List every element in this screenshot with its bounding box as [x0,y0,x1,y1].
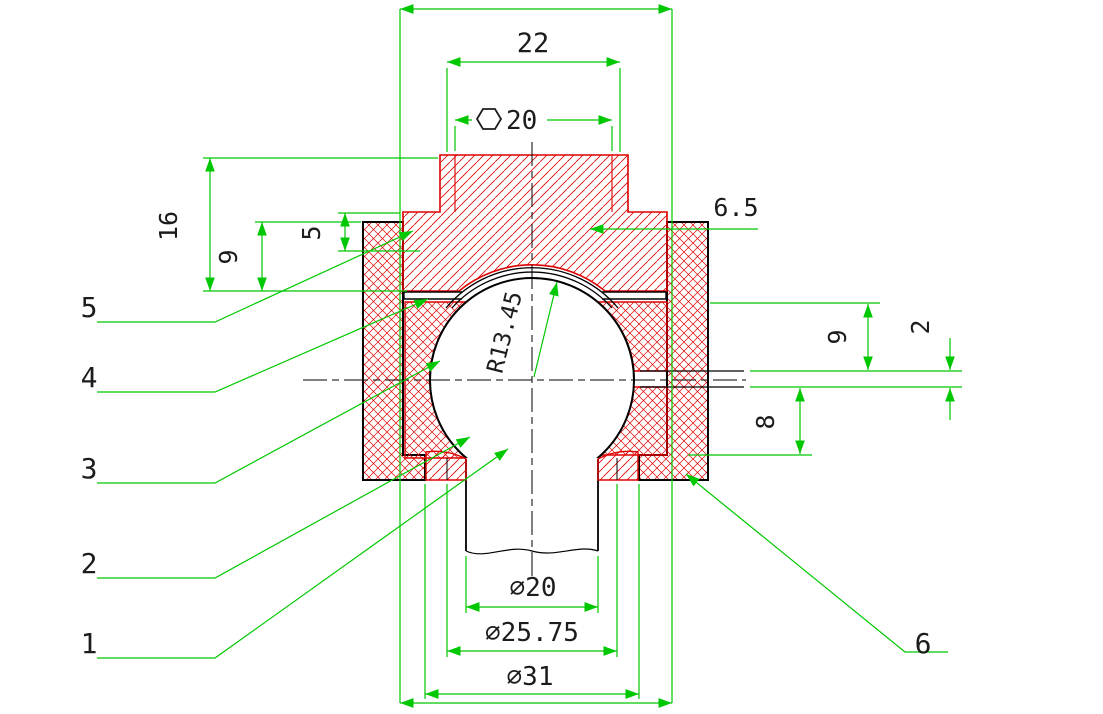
callout-label-5: 5 [81,291,98,324]
dim-label-6-5: 6.5 [713,193,758,222]
dim-label-hex-20: 20 [506,106,537,136]
dim-label-9-left: 9 [214,249,243,264]
callout-leader-4 [97,298,429,393]
dim-16 [203,157,438,292]
cap-plug-outline [402,154,668,292]
washer-lip-left [403,291,462,300]
dim-label-dia-25-75: ⌀25.75 [485,618,579,648]
dim-label-8: 8 [751,414,780,429]
dim-dia-31 [424,484,640,699]
dim-dia-25-75 [446,484,618,657]
dim-label-9-right: 9 [823,329,852,344]
text-layer: 22 20 6.5 16 9 5 9 2 8 R13.45 ⌀20 ⌀25.75… [81,28,935,692]
cap-plug [402,154,668,292]
dim-label-2: 2 [906,319,935,334]
geometry-layer [303,142,746,578]
races [404,301,668,459]
seat-ring-left [425,450,467,481]
shaft-break-line [465,548,599,555]
callout-label-3: 3 [81,452,98,485]
dimension-layer [97,4,962,708]
callout-leader-3 [97,360,441,484]
dim-22 [446,57,621,152]
callout-label-1: 1 [81,627,98,660]
hexagon-symbol [475,108,503,130]
washer-lip-right [602,291,667,300]
callout-leader-1 [97,448,509,659]
right-gap-lines [640,370,744,388]
dim-label-16: 16 [154,211,183,241]
seat-ring [425,450,639,481]
callout-leader-2 [97,436,471,579]
dim-hex-20 [454,115,613,151]
dim-dia-20 [465,556,599,613]
callout-leader-5 [97,230,414,323]
dim-label-dia-20: ⌀20 [510,573,557,603]
seat-ring-right [597,450,639,481]
dim-5 [338,212,420,252]
callout-leader-6 [685,473,948,653]
callout-label-6: 6 [915,627,932,660]
right-extension-lines [688,302,962,456]
callout-label-2: 2 [81,547,98,580]
dim-label-22: 22 [517,28,550,59]
dim-label-dia-31: ⌀31 [507,662,554,692]
dim-label-5: 5 [297,225,326,240]
outer-extension-lines [399,9,673,703]
callout-label-4: 4 [81,361,98,394]
hex-flat-edges [454,155,613,212]
seat-bore-edges [446,458,618,480]
radius-leader [533,281,559,378]
